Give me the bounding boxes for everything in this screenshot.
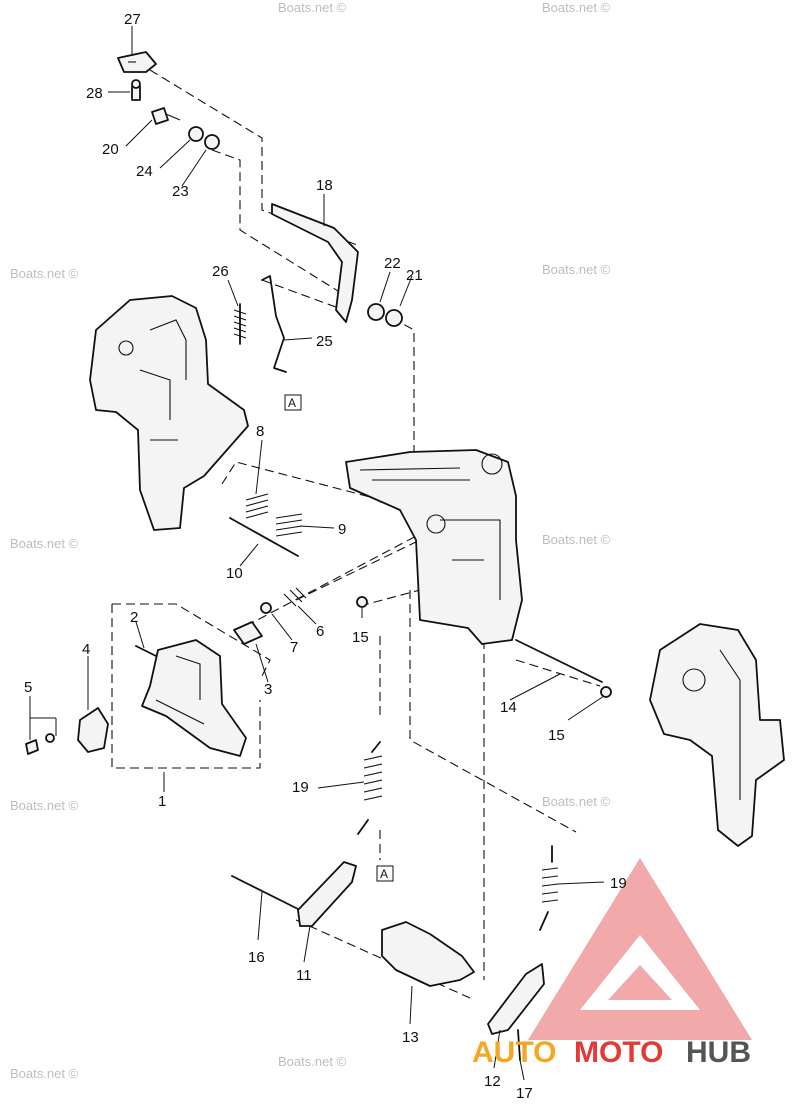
part-number: 18	[316, 177, 333, 194]
pin-28	[131, 79, 141, 101]
bushing-3	[233, 621, 263, 645]
spring-19-left	[357, 741, 383, 835]
bushing-22	[367, 303, 385, 321]
part-number: 19	[292, 779, 309, 796]
clip-15b	[600, 686, 612, 698]
rod-25	[261, 275, 287, 373]
part-number: 26	[212, 263, 229, 280]
logo-auto: AUTO	[472, 1036, 556, 1069]
washer-23	[204, 134, 220, 150]
view-marker-a-bottom: A	[376, 865, 394, 882]
part-number: 28	[86, 85, 103, 102]
clip-15a	[356, 596, 368, 608]
svg-text:A: A	[380, 867, 388, 881]
part-number: 3	[264, 681, 272, 698]
part-number: 14	[500, 699, 517, 716]
bracket-assembly-1	[141, 639, 247, 757]
pin-17	[517, 1029, 521, 1061]
spring-8	[245, 493, 269, 519]
lever-18	[271, 203, 359, 323]
part-number: 20	[102, 141, 119, 158]
part-number: 11	[296, 967, 312, 984]
logo-moto: MOTO	[574, 1036, 663, 1069]
part-number: 5	[24, 679, 32, 696]
part-number: 10	[226, 565, 243, 582]
watermarks: Boats.net © Boats.net © Boats.net © Boat…	[10, 0, 611, 1081]
part-number: 25	[316, 333, 333, 350]
watermark: Boats.net ©	[542, 794, 611, 809]
logo-triangle	[528, 858, 752, 1040]
part-number: 27	[124, 11, 141, 28]
watermark: Boats.net ©	[10, 798, 79, 813]
part-number: 2	[130, 609, 138, 626]
part-number: 13	[402, 1029, 419, 1046]
left-clamp-bracket	[89, 295, 249, 531]
spring-9	[275, 513, 303, 537]
washer-24	[188, 126, 204, 142]
spring-26	[233, 303, 247, 345]
part-number: 15	[548, 727, 565, 744]
right-clamp-bracket	[649, 623, 785, 847]
part-number: 15	[352, 629, 369, 646]
lever-13	[381, 921, 475, 987]
lever-12	[487, 963, 545, 1035]
bolt-20	[151, 107, 181, 125]
shaft-16	[231, 875, 301, 911]
watermark: Boats.net ©	[278, 1054, 347, 1069]
part-number-labels: 27 28 20 24 23 18 22 21 26 25 8 9 10 6 7…	[24, 11, 627, 1102]
pin-2	[135, 645, 157, 657]
watermark: Boats.net ©	[10, 536, 79, 551]
clip-27	[117, 51, 157, 73]
leader-lines	[29, 26, 605, 1081]
part-number: 21	[406, 267, 423, 284]
svg-text:A: A	[288, 396, 296, 410]
part-number: 1	[158, 793, 166, 810]
watermark: Boats.net ©	[542, 532, 611, 547]
lever-11	[297, 861, 357, 927]
part-number: 17	[516, 1085, 533, 1102]
part-number: 22	[384, 255, 401, 272]
spring-19-right	[539, 845, 559, 931]
part-number: 8	[256, 423, 264, 440]
swivel-housing	[345, 449, 523, 645]
watermark: Boats.net ©	[10, 266, 79, 281]
plate-4	[77, 707, 109, 753]
spring-6	[283, 587, 307, 607]
automotohub-logo: AUTO MOTO HUB	[472, 1036, 751, 1069]
watermark: Boats.net ©	[10, 1066, 79, 1081]
nut-7	[260, 602, 272, 614]
screws-5	[25, 733, 55, 755]
part-number: 4	[82, 641, 90, 658]
view-marker-a-top: A	[284, 394, 302, 411]
part-number: 9	[338, 521, 346, 538]
shaft-10	[229, 517, 299, 557]
logo-hub: HUB	[686, 1036, 751, 1069]
assembly-lines	[111, 69, 601, 999]
part-number: 7	[290, 639, 298, 656]
shaft-14	[515, 639, 603, 683]
washer-21	[385, 309, 403, 327]
watermark: Boats.net ©	[542, 0, 611, 15]
part-number: 16	[248, 949, 265, 966]
part-number: 12	[484, 1073, 501, 1090]
part-number: 24	[136, 163, 153, 180]
watermark: Boats.net ©	[278, 0, 347, 15]
part-number: 19	[610, 875, 627, 892]
part-number: 23	[172, 183, 189, 200]
watermark: Boats.net ©	[542, 262, 611, 277]
part-number: 6	[316, 623, 324, 640]
